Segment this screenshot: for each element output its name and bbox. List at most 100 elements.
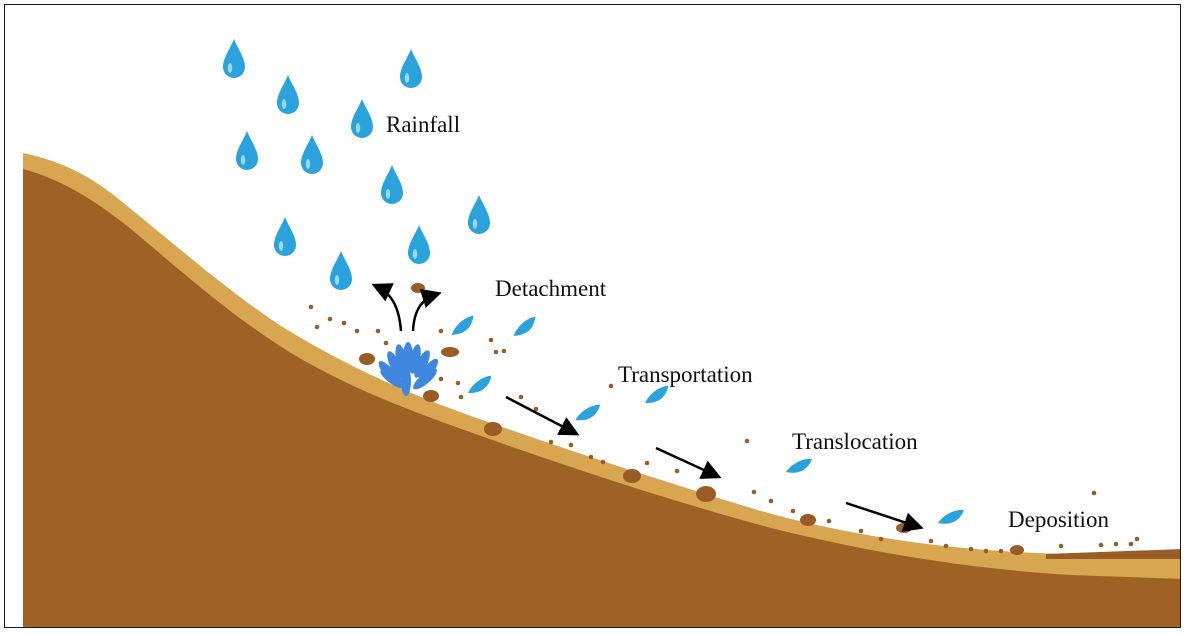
soil-particle <box>983 548 989 554</box>
label-rainfall: Rainfall <box>386 112 461 137</box>
deposition-pile <box>1046 549 1180 559</box>
detachment-arrow-right <box>411 288 442 332</box>
soil-clump <box>800 514 816 526</box>
raindrop <box>223 39 245 78</box>
soil-particle <box>751 489 757 495</box>
flying-droplet <box>451 315 474 335</box>
soil-particle <box>768 498 774 504</box>
translocation-arrow <box>655 446 722 479</box>
soil-particle <box>790 508 796 514</box>
flying-droplet <box>468 375 492 394</box>
raindrop <box>381 165 403 204</box>
splash-petal <box>380 369 406 389</box>
label-translocation: Translocation <box>792 429 918 454</box>
soil-particle <box>341 320 347 326</box>
raindrop-highlight <box>472 219 478 229</box>
raindrop <box>236 131 258 170</box>
soil-particle <box>928 538 934 544</box>
raindrop-highlight <box>278 241 284 251</box>
flying-droplet <box>513 316 536 336</box>
raindrop-highlight <box>412 249 418 259</box>
soil-particle <box>438 376 444 382</box>
raindrop <box>400 49 422 88</box>
splash-petal <box>387 351 403 379</box>
raindrop-highlight <box>385 189 391 199</box>
splash-petal <box>401 366 411 396</box>
label-detachment: Detachment <box>495 276 607 301</box>
soil-particle <box>493 349 499 355</box>
soil-particle <box>1058 543 1064 549</box>
raindrop <box>274 217 296 256</box>
raindrop-highlight <box>355 123 361 133</box>
soil-particle <box>1091 490 1097 496</box>
splash-petal <box>414 350 430 378</box>
flying-droplet <box>938 509 964 524</box>
soil-particle <box>501 348 507 354</box>
soil-particle <box>458 394 464 400</box>
soil-particle <box>314 324 320 330</box>
soil-clump <box>423 390 439 402</box>
movement-arrows <box>505 395 924 532</box>
raindrop-highlight <box>227 63 233 73</box>
deposition-arrow <box>845 501 924 532</box>
soil-particle <box>588 454 594 460</box>
soil-clump <box>411 283 425 293</box>
soil-particle <box>438 328 444 334</box>
soil-particle <box>1134 536 1140 542</box>
soil-particle <box>608 383 614 389</box>
soil-particle <box>518 394 524 400</box>
soil-erosion-illustration <box>23 39 1180 627</box>
soil-particle <box>568 442 574 448</box>
soil-clump <box>623 469 641 483</box>
soil-particle <box>327 316 333 322</box>
soil-particle <box>375 328 381 334</box>
soil-particle <box>826 518 832 524</box>
soil-clump <box>1010 545 1024 555</box>
raindrop <box>301 135 323 174</box>
soil-clump <box>484 422 502 436</box>
soil-particle <box>878 536 884 542</box>
raindrop-highlight <box>404 73 410 83</box>
soil-particle <box>998 548 1004 554</box>
soil-particle <box>1098 542 1104 548</box>
soil-particle <box>858 528 864 534</box>
soil-particle <box>644 460 650 466</box>
soil-slope <box>23 169 1180 627</box>
raindrop <box>330 251 352 290</box>
splash-drops <box>378 342 439 396</box>
soil-particle <box>600 459 606 465</box>
raindrop-highlight <box>240 155 246 165</box>
raindrops <box>223 39 490 290</box>
soil-particle <box>354 328 360 334</box>
flying-droplet <box>645 385 669 404</box>
label-transportation: Transportation <box>618 362 753 387</box>
flying-droplet <box>786 458 812 473</box>
soil-particle <box>968 546 974 552</box>
raindrop <box>277 75 299 114</box>
flying-droplet <box>575 404 601 421</box>
soil-particles <box>308 283 1140 555</box>
soil-particle <box>455 380 461 386</box>
label-deposition: Deposition <box>1008 507 1109 532</box>
splash-petal <box>413 368 437 390</box>
raindrop <box>408 225 430 264</box>
detachment-arrows <box>371 283 442 332</box>
raindrop-highlight <box>305 159 311 169</box>
raindrop <box>468 195 490 234</box>
soil-particle <box>533 406 539 412</box>
raindrop <box>351 99 373 138</box>
soil-clump <box>359 353 375 365</box>
raindrop-highlight <box>281 99 287 109</box>
flying-droplets <box>451 315 964 524</box>
soil-particle <box>308 304 314 310</box>
soil-particle <box>548 439 554 445</box>
soil-clump <box>441 347 459 357</box>
soil-particle <box>383 340 389 346</box>
soil-particle <box>674 468 680 474</box>
diagram-frame: Rainfall Detachment Transportation Trans… <box>4 4 1181 628</box>
detachment-arrow-left <box>371 283 403 332</box>
raindrop-highlight <box>334 275 340 285</box>
soil-particle <box>744 438 750 444</box>
soil-particle <box>1128 541 1134 547</box>
soil-clump <box>696 486 716 502</box>
